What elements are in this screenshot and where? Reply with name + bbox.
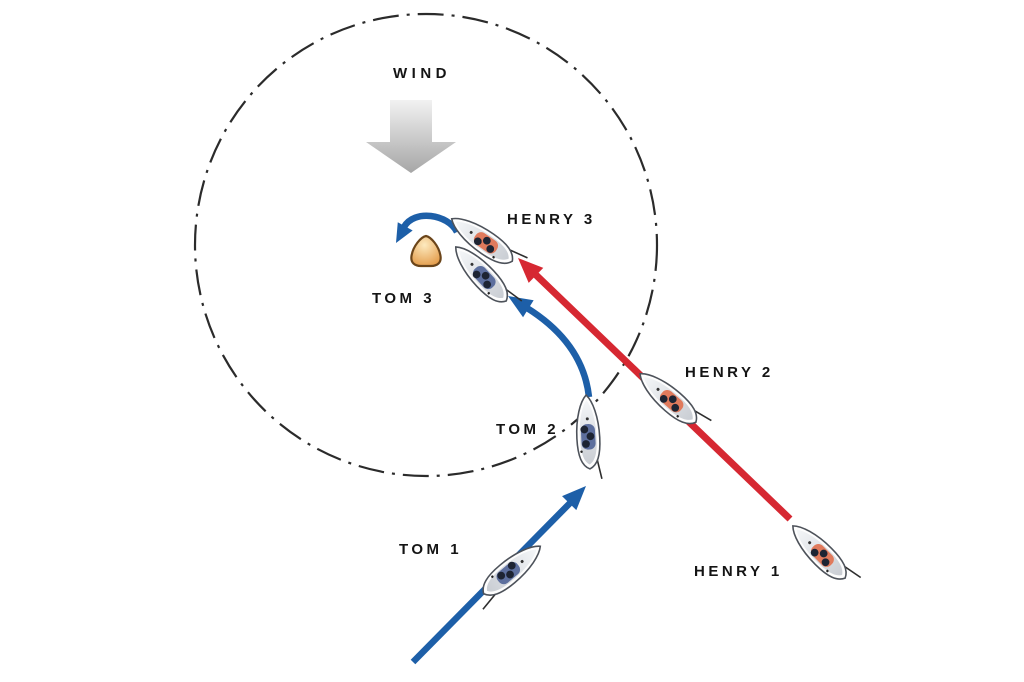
label-henry-2: HENRY 2 xyxy=(685,364,774,381)
label-henry-1: HENRY 1 xyxy=(694,563,783,580)
label-tom-2: TOM 2 xyxy=(496,421,559,438)
boat-henry-1 xyxy=(783,516,862,595)
tom-path-leg2 xyxy=(525,305,593,398)
label-tom-1: TOM 1 xyxy=(399,541,462,558)
mark-rounding-arrowhead xyxy=(396,222,413,243)
label-tom-3: TOM 3 xyxy=(372,290,435,307)
henry-path-arrowhead xyxy=(518,258,544,283)
wind-arrow-icon xyxy=(366,100,456,173)
tom-path-leg2-arrowhead xyxy=(508,296,534,318)
mark-buoy-shape xyxy=(410,234,442,268)
mark-buoy-icon xyxy=(410,234,442,268)
boat-tom-2 xyxy=(573,393,603,481)
wind-label: WIND xyxy=(393,65,451,82)
zone-circle xyxy=(193,12,659,478)
mark-rounding-arrow xyxy=(401,212,460,234)
tom-path-leg1-arrowhead xyxy=(562,486,586,511)
label-henry-3: HENRY 3 xyxy=(507,211,596,228)
